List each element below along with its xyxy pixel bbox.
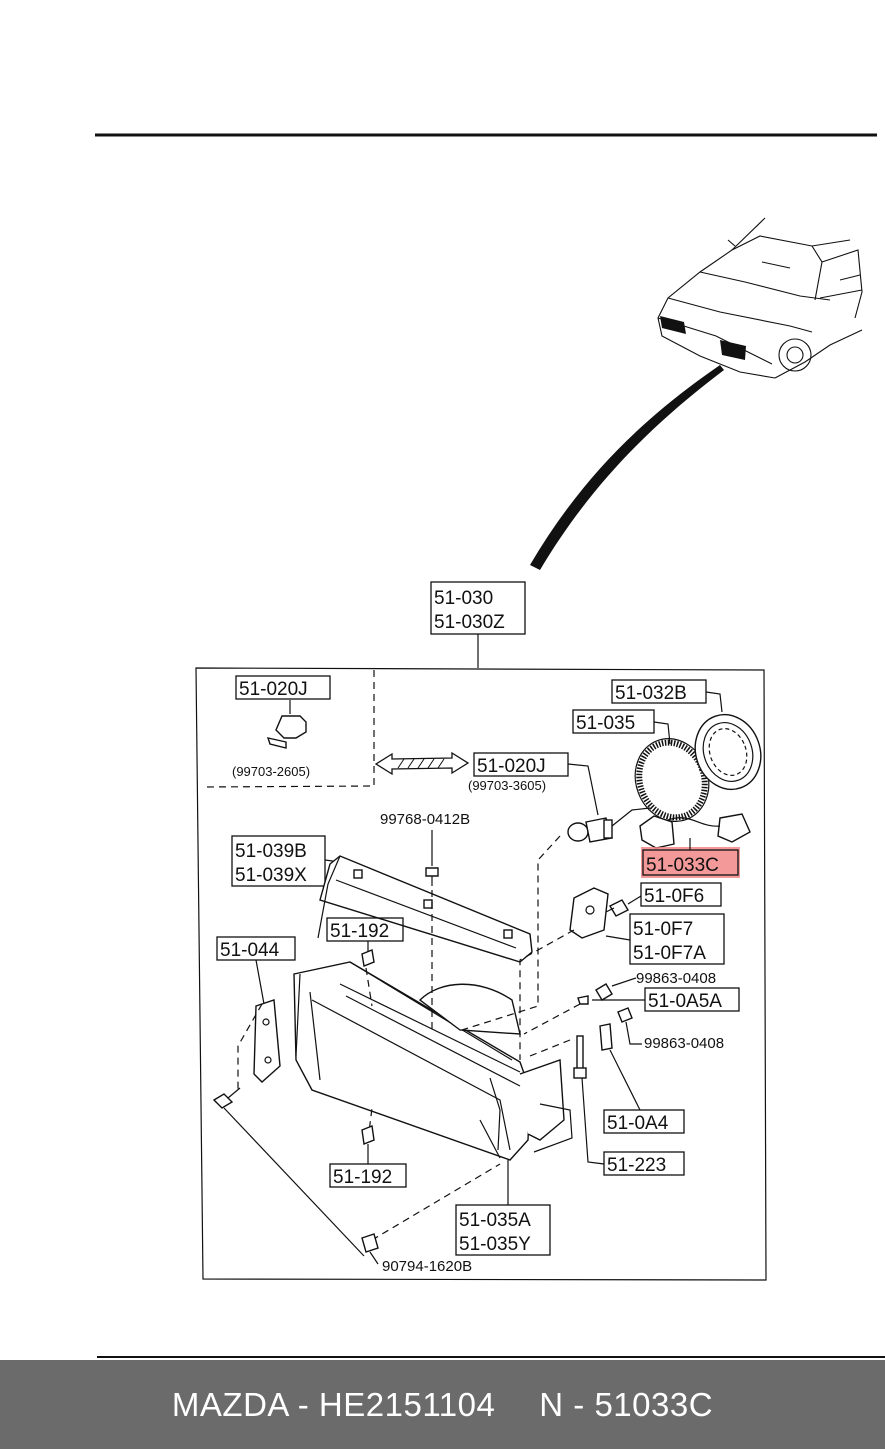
align-line-3 <box>519 929 575 1060</box>
double-arrow <box>374 751 470 776</box>
callout-035: 51-035 <box>576 713 635 734</box>
car-illustration <box>657 217 863 379</box>
callout-99863-b: 99863-0408 <box>644 1035 724 1052</box>
highlight-033c <box>641 847 740 878</box>
callout-020j-left-code: (99703-2605) <box>232 764 310 779</box>
align-line-8 <box>371 1163 501 1241</box>
car-headlight-left <box>660 316 686 334</box>
leader-0f6 <box>627 895 642 905</box>
callout-035a: 51-035A <box>459 1210 531 1231</box>
assembly-frame <box>195 667 767 1281</box>
callout-box-035a <box>455 1204 551 1256</box>
leader-223 <box>581 1077 605 1165</box>
callout-020j-right: 51-020J <box>477 756 546 777</box>
leader-020j-right <box>567 763 599 816</box>
callout-box-039 <box>231 835 326 887</box>
callout-box-0a4 <box>603 1109 685 1134</box>
callout-box-044 <box>216 936 296 961</box>
assembly-part-1: 51-030 <box>434 588 493 609</box>
callout-035y: 51-035Y <box>459 1234 531 1255</box>
headlamp-bulb-icon <box>567 817 613 843</box>
clip-icon-bottom <box>361 1125 375 1145</box>
footer-brand: MAZDA - HE2151104 <box>171 1385 496 1423</box>
bolt-icon-left <box>212 1087 241 1109</box>
callout-0f6: 51-0F6 <box>644 886 704 907</box>
callout-99768: 99768-0412B <box>380 811 470 828</box>
leader-0a4 <box>609 1049 641 1111</box>
car-headlight-right <box>720 340 746 360</box>
headlamp-housing-icon <box>293 961 573 1161</box>
adjuster-rod-icon <box>573 1023 613 1079</box>
callout-039b: 51-039B <box>235 841 307 862</box>
leader-032b <box>705 691 723 713</box>
callout-box-032b <box>611 679 707 704</box>
callout-99863-a: 99863-0408 <box>636 970 716 987</box>
callout-box-035 <box>572 709 655 734</box>
side-bulb-icon <box>266 700 307 749</box>
callout-020j-right-code: (99703-3605) <box>468 778 546 793</box>
clip-screw-icon-b <box>617 1007 633 1023</box>
leader-035 <box>653 721 671 745</box>
upper-mount-bracket-icon <box>317 855 533 963</box>
leader-90794 <box>369 1251 379 1265</box>
callout-033c: 51-033C <box>646 855 719 876</box>
callout-box-192-bottom <box>329 1163 407 1188</box>
align-line-1 <box>461 835 561 1031</box>
bolt-icon-bottom <box>361 1233 379 1253</box>
footer-part: N - 51033C <box>539 1385 714 1423</box>
callout-0f7a: 51-0F7A <box>633 943 706 964</box>
leader-bolt-left <box>223 1107 365 1257</box>
bulb-socket-harness-icon <box>611 807 751 849</box>
callout-box-0f6 <box>640 882 722 907</box>
callout-box-020j-left <box>235 675 331 700</box>
callout-0a5a: 51-0A5A <box>648 991 722 1012</box>
callout-0f7: 51-0F7 <box>633 919 693 940</box>
callout-90794: 90794-1620B <box>382 1258 472 1275</box>
callout-039x: 51-039X <box>235 865 307 886</box>
parts-diagram: 51-030 51-030Z 51-020J (99703-2605) 51-0… <box>95 133 885 1358</box>
clip-screw-icon-a <box>577 983 613 1005</box>
clip-icon-top <box>361 949 375 967</box>
pointer-arrow <box>530 365 724 570</box>
align-line-5 <box>529 1039 571 1057</box>
callout-223: 51-223 <box>607 1155 666 1176</box>
side-bracket-icon <box>253 999 281 1083</box>
callout-044: 51-044 <box>220 940 280 961</box>
callout-box-192-top <box>326 917 404 942</box>
double-arrow-hatch <box>397 758 445 769</box>
assembly-part-2: 51-030Z <box>434 612 505 633</box>
leader-99863-a <box>611 977 637 987</box>
callout-box-0f7 <box>629 913 725 965</box>
dust-cover-icon <box>694 713 762 791</box>
leader-0f7 <box>605 935 631 941</box>
align-line-4 <box>523 1003 581 1035</box>
callout-020j-left: 51-020J <box>239 679 308 700</box>
align-line-7 <box>237 1003 263 1090</box>
leader-99863-b <box>625 1021 642 1045</box>
mounting-bracket-icon <box>569 887 609 939</box>
leader-044 <box>255 959 265 1005</box>
top-screw-icon <box>425 867 439 886</box>
callout-032b: 51-032B <box>615 683 687 704</box>
callout-0a4: 51-0A4 <box>607 1113 669 1134</box>
footer-bar: MAZDA - HE2151104 N - 51033C <box>0 1360 885 1449</box>
callout-192-bottom: 51-192 <box>333 1167 392 1188</box>
bulb-inset-frame <box>202 670 375 788</box>
callout-192-top: 51-192 <box>330 921 389 942</box>
align-line-6 <box>365 967 373 1007</box>
